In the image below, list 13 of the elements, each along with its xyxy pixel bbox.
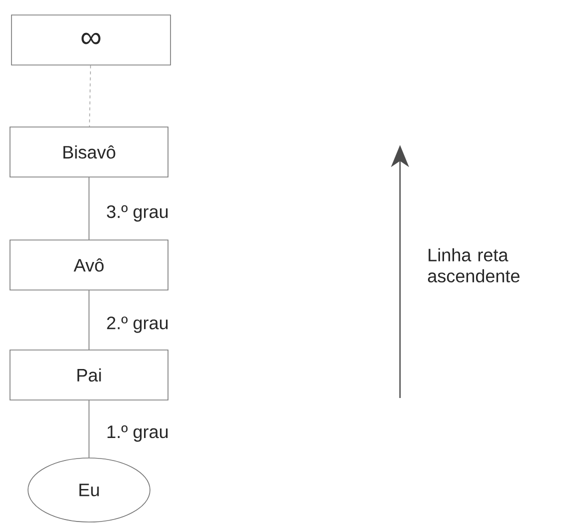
connector-line bbox=[89, 65, 91, 127]
kinship-box: Pai bbox=[10, 350, 168, 400]
edge-label: 2.º grau bbox=[107, 316, 168, 333]
note-label: Linha reta ascendente bbox=[428, 248, 520, 282]
edge-label: 3.º grau bbox=[106, 205, 168, 222]
connector-line bbox=[88, 400, 90, 458]
kinship-box: ∞ bbox=[11, 14, 171, 66]
connector-line bbox=[88, 290, 90, 350]
edge-label: 1.º grau bbox=[108, 425, 168, 442]
ellipse-node: Eu bbox=[28, 458, 150, 522]
kinship-box: Bisavô bbox=[10, 126, 168, 178]
connector-line bbox=[88, 177, 90, 240]
kinship-box: Avô bbox=[10, 240, 168, 290]
